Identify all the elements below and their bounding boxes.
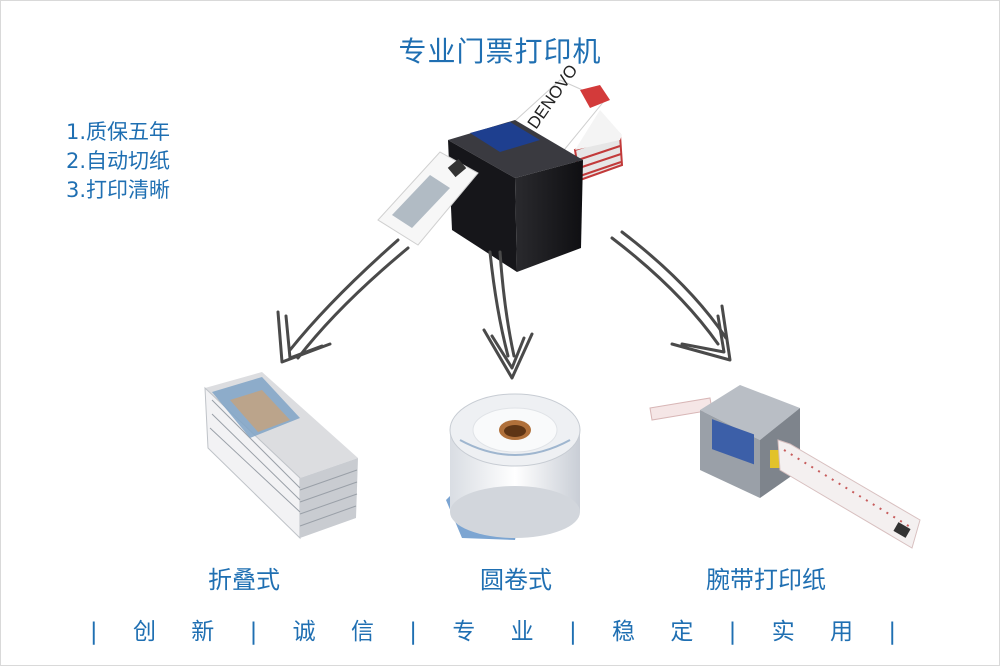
feature-item: 2.自动切纸: [66, 149, 171, 173]
slogan: | 创 新 | 诚 信 | 专 业 | 稳 定 | 实 用 |: [89, 619, 911, 645]
arrow-right-icon: [610, 230, 732, 362]
label-folded: 折叠式: [208, 566, 280, 594]
page-title: 专业门票打印机: [398, 35, 602, 68]
ticket-stack-back: [573, 110, 624, 182]
arrow-center-icon: [482, 250, 534, 380]
arrows: [276, 230, 732, 380]
label-wristband: 腕带打印纸: [706, 566, 826, 594]
wristband-printer: [649, 385, 921, 549]
label-roll: 圆卷式: [480, 566, 552, 594]
paper-roll: [446, 393, 581, 540]
printer-top-panel: [470, 122, 540, 152]
feature-list: 1.质保五年 2.自动切纸 3.打印清晰: [66, 118, 170, 205]
folded-tickets: [204, 372, 358, 540]
output-ticket: [377, 151, 479, 246]
printer-side: [515, 160, 583, 272]
feature-item: 1.质保五年: [66, 120, 171, 144]
feature-item: 3.打印清晰: [66, 178, 171, 202]
ticket-printer: DENOVO: [377, 61, 624, 272]
arrow-left-icon: [276, 238, 410, 364]
